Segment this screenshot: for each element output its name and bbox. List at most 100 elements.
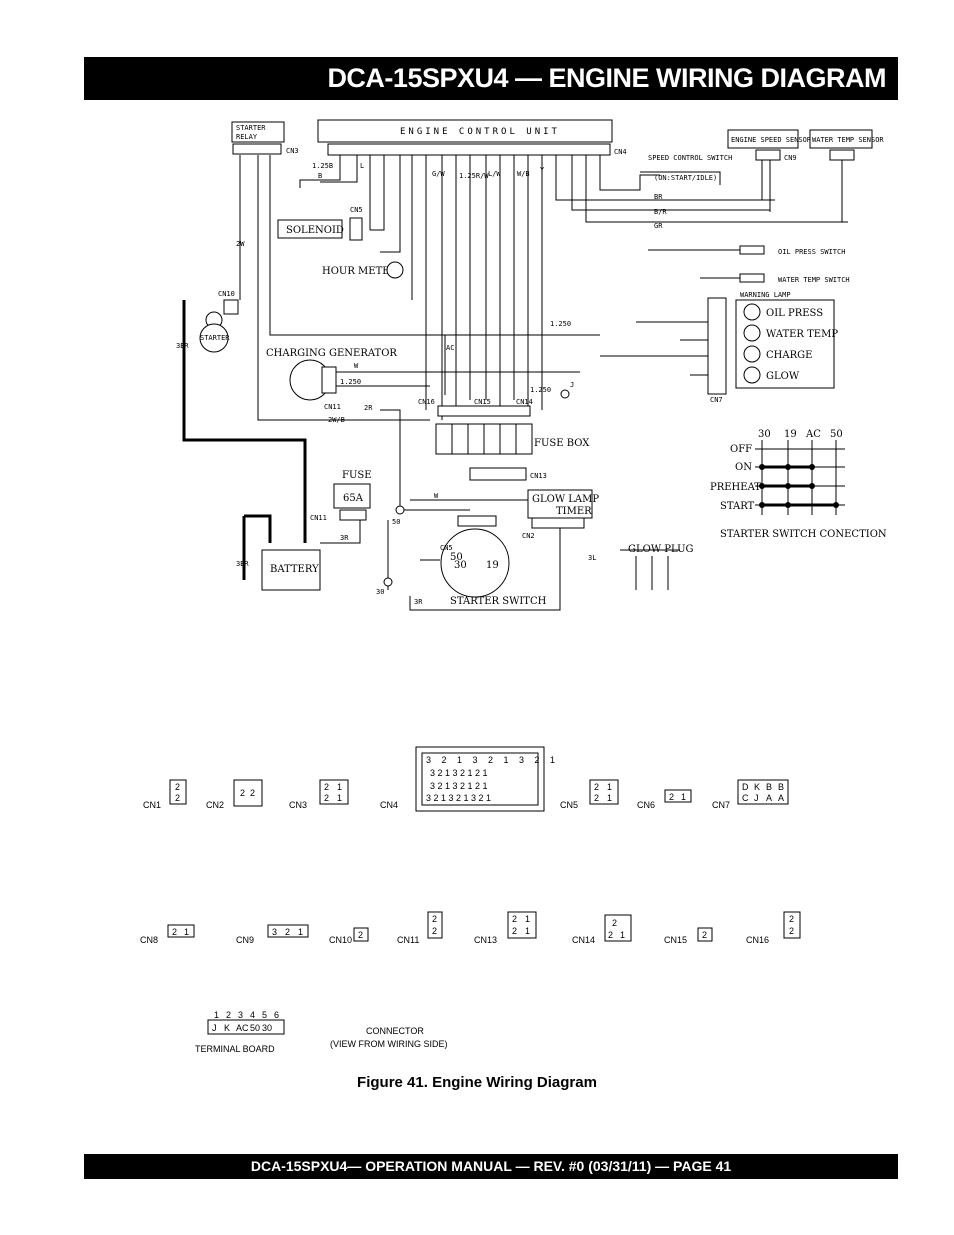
- svg-text:J: J: [754, 793, 759, 803]
- svg-text:1.250: 1.250: [340, 378, 361, 386]
- svg-text:AC: AC: [805, 429, 821, 440]
- svg-text:1: 1: [214, 1010, 219, 1020]
- svg-text:2: 2: [432, 914, 437, 924]
- solenoid: SOLENOID CN5: [277, 206, 363, 241]
- svg-text:CN6: CN6: [637, 800, 655, 810]
- svg-text:2: 2: [250, 788, 255, 798]
- svg-text:W: W: [354, 362, 359, 370]
- svg-text:STARTER: STARTER: [200, 334, 230, 342]
- svg-text:2: 2: [240, 788, 245, 798]
- svg-text:CONNECTOR: CONNECTOR: [366, 1026, 424, 1036]
- svg-text:50: 50: [392, 518, 400, 526]
- connector-cn15: 2 CN15: [664, 927, 713, 945]
- svg-text:1.250: 1.250: [530, 386, 551, 394]
- svg-text:1: 1: [184, 927, 189, 937]
- svg-text:CHARGING GENERATOR: CHARGING GENERATOR: [266, 348, 397, 359]
- svg-text:2: 2: [702, 930, 707, 940]
- main-fuse: FUSE 65A CN11: [310, 470, 372, 522]
- svg-text:CN2: CN2: [206, 800, 224, 810]
- svg-text:D: D: [742, 782, 749, 792]
- svg-text:1: 1: [337, 782, 342, 792]
- svg-text:A: A: [778, 793, 784, 803]
- svg-text:B: B: [778, 782, 784, 792]
- svg-text:B/R: B/R: [654, 208, 667, 216]
- svg-text:CN7: CN7: [710, 396, 723, 404]
- svg-text:WARNING LAMP: WARNING LAMP: [740, 291, 791, 299]
- starter-switch-terminal-19: 19: [486, 560, 499, 571]
- battery: BATTERY 3BR 3R: [236, 514, 361, 591]
- svg-text:2: 2: [285, 927, 290, 937]
- svg-text:1: 1: [298, 927, 303, 937]
- svg-text:W: W: [434, 492, 439, 500]
- svg-text:CN9: CN9: [236, 935, 254, 945]
- svg-text:GLOW: GLOW: [766, 371, 800, 382]
- svg-text:CN5: CN5: [440, 544, 453, 552]
- starter-switch-terminal-50: 50: [450, 552, 463, 563]
- svg-text:1: 1: [607, 782, 612, 792]
- pressure-switches: OIL PRESS SWITCH WATER TEMP SWITCH: [648, 245, 850, 284]
- svg-text:30: 30: [262, 1023, 272, 1033]
- page-footer: DCA-15SPXU4— OPERATION MANUAL — REV. #0 …: [84, 1154, 898, 1179]
- svg-text:TIMER: TIMER: [556, 506, 592, 517]
- svg-text:CN16: CN16: [418, 398, 435, 406]
- svg-text:2: 2: [175, 782, 180, 792]
- connector-cn10: 2 CN10: [329, 927, 369, 945]
- svg-text:CN11: CN11: [397, 935, 419, 945]
- svg-text:CN11: CN11: [310, 514, 327, 522]
- svg-text:WATER TEMP SWITCH: WATER TEMP SWITCH: [778, 276, 850, 284]
- svg-text:3 2 1 3 2 1 3 2 1: 3 2 1 3 2 1 3 2 1: [426, 755, 559, 765]
- svg-text:K: K: [754, 782, 760, 792]
- page-title: DCA-15SPXU4 — ENGINE WIRING DIAGRAM: [84, 57, 898, 100]
- svg-text:CN14: CN14: [572, 935, 595, 945]
- svg-text:C: C: [742, 793, 749, 803]
- svg-text:2: 2: [324, 793, 329, 803]
- svg-text:W/B: W/B: [517, 170, 530, 178]
- svg-text:CN3: CN3: [289, 800, 307, 810]
- cn4-row-4: 3 2 1 3 2 1 3 2 1: [426, 793, 491, 803]
- svg-text:CHARGE: CHARGE: [766, 350, 812, 361]
- svg-text:1: 1: [525, 926, 530, 936]
- svg-text:A: A: [766, 793, 772, 803]
- svg-text:2: 2: [594, 793, 599, 803]
- svg-text:BATTERY: BATTERY: [270, 564, 319, 575]
- cn3-label: CN3: [286, 147, 299, 155]
- svg-text:STARTER SWITCH CONECTION: STARTER SWITCH CONECTION: [720, 529, 887, 540]
- svg-text:CN16: CN16: [746, 935, 769, 945]
- svg-text:19: 19: [784, 429, 797, 440]
- svg-text:ENGINE SPEED SENSOR: ENGINE SPEED SENSOR: [731, 136, 812, 144]
- svg-text:K: K: [224, 1023, 230, 1033]
- svg-text:B: B: [318, 172, 322, 180]
- svg-text:CN4: CN4: [380, 800, 398, 810]
- svg-text:3L: 3L: [588, 554, 596, 562]
- svg-text:50: 50: [250, 1023, 260, 1033]
- svg-text:6: 6: [274, 1010, 279, 1020]
- svg-text:WATER TEMP: WATER TEMP: [766, 329, 838, 340]
- connector-cn16: 22 CN16: [746, 911, 801, 945]
- svg-text:2: 2: [608, 930, 613, 940]
- svg-text:START: START: [720, 501, 755, 512]
- svg-text:SOLENOID: SOLENOID: [286, 225, 344, 236]
- svg-text:2: 2: [172, 927, 177, 937]
- svg-text:1.25R/W: 1.25R/W: [459, 172, 489, 180]
- svg-text:FUSE BOX: FUSE BOX: [534, 438, 590, 449]
- svg-text:CN14: CN14: [516, 398, 533, 406]
- starter: CN10 STARTER 3BR: [176, 290, 307, 543]
- svg-text:1: 1: [607, 793, 612, 803]
- svg-text:30: 30: [376, 588, 384, 596]
- svg-text:L: L: [360, 162, 364, 170]
- svg-text:2: 2: [175, 793, 180, 803]
- svg-text:SPEED CONTROL SWITCH: SPEED CONTROL SWITCH: [648, 154, 732, 162]
- svg-text:5: 5: [262, 1010, 267, 1020]
- connector-cn1: 22 CN1: [143, 779, 187, 810]
- svg-text:2: 2: [512, 926, 517, 936]
- svg-text:CN13: CN13: [474, 935, 497, 945]
- starter-switch: CN5 50 30 19 STARTER SWITCH 30 50: [376, 505, 547, 607]
- svg-text:2: 2: [669, 792, 674, 802]
- svg-text:1: 1: [337, 793, 342, 803]
- svg-text:4: 4: [250, 1010, 255, 1020]
- svg-text:2: 2: [226, 1010, 231, 1020]
